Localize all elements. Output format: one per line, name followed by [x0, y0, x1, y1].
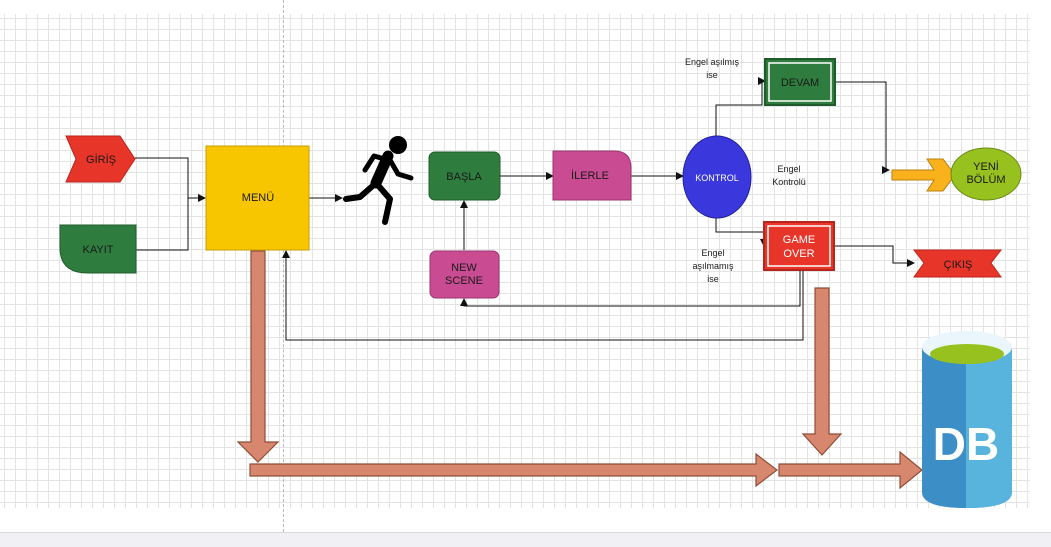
connector-kontrol-gameover[interactable] — [715, 218, 768, 247]
node-kayit[interactable]: KAYIT — [59, 224, 137, 274]
arrow-gameover-down[interactable] — [801, 287, 843, 456]
node-new-scene-label-2: SCENE — [445, 275, 483, 287]
connectors — [135, 77, 915, 341]
node-game-over-label-1: GAME — [783, 234, 815, 246]
node-game-over[interactable]: GAME OVER — [763, 221, 835, 271]
node-devam[interactable]: DEVAM — [764, 58, 836, 106]
connector-giris-menu[interactable] — [135, 157, 206, 202]
connector-gameover-cikis[interactable] — [834, 245, 915, 267]
annotation-engel-kontrolu-1: Engel — [777, 164, 800, 174]
arrow-mid-right[interactable] — [778, 450, 923, 490]
annotations: Engel aşılmış ise Engel Kontrolü Engel a… — [685, 57, 806, 284]
connector-devam-yenibolum[interactable] — [835, 81, 890, 174]
arrow-menu-right[interactable] — [249, 452, 778, 488]
connector-gameover-newscene[interactable] — [460, 270, 801, 307]
node-menu[interactable]: MENÜ — [205, 145, 310, 251]
database-label: DB — [933, 418, 999, 470]
connector-kayit-menu[interactable] — [136, 198, 189, 251]
connector-kontrol-devam[interactable] — [715, 77, 766, 137]
node-giris-label: GİRİŞ — [86, 153, 116, 166]
status-bar — [0, 532, 1051, 547]
database-cylinder-icon[interactable]: DB — [922, 331, 1012, 508]
connector-gameover-menu[interactable] — [282, 250, 804, 341]
node-menu-label: MENÜ — [242, 192, 274, 204]
node-kayit-label: KAYIT — [83, 244, 114, 256]
arrow-to-yeni-bolum[interactable] — [891, 158, 956, 192]
node-new-scene[interactable]: NEW SCENE — [429, 250, 500, 299]
node-devam-label: DEVAM — [781, 77, 819, 89]
node-kontrol[interactable]: KONTROL — [682, 135, 752, 219]
node-giris[interactable]: GİRİŞ — [65, 135, 136, 183]
node-basla[interactable]: BAŞLA — [428, 151, 501, 201]
node-cikis[interactable]: ÇIKIŞ — [912, 249, 1003, 278]
node-yeni-bolum-label-2: BÖLÜM — [966, 174, 1005, 186]
node-yeni-bolum[interactable]: YENİ BÖLÜM — [950, 147, 1022, 201]
node-yeni-bolum-label-1: YENİ — [973, 160, 999, 173]
node-new-scene-label-1: NEW — [451, 262, 477, 274]
annotation-engel-asilmis-2: ise — [706, 70, 718, 80]
annotation-engel-asilmamis-1: Engel — [701, 248, 724, 258]
annotation-engel-kontrolu-2: Kontrolü — [772, 177, 806, 187]
running-person-icon — [343, 136, 414, 225]
node-basla-label: BAŞLA — [446, 171, 482, 183]
node-game-over-label-2: OVER — [783, 248, 814, 260]
node-kontrol-label: KONTROL — [695, 173, 739, 183]
diagram-canvas[interactable] — [0, 14, 1030, 508]
page-divider — [283, 0, 284, 532]
node-ilerle-label: İLERLE — [571, 169, 609, 182]
node-cikis-label: ÇIKIŞ — [944, 259, 973, 271]
annotation-engel-asilmis-1: Engel aşılmış — [685, 57, 740, 67]
annotation-engel-asilmamis-3: ise — [707, 274, 719, 284]
node-ilerle[interactable]: İLERLE — [552, 150, 632, 201]
annotation-engel-asilmamis-2: aşılmamış — [692, 261, 734, 271]
db-flow-arrows — [236, 250, 923, 490]
arrow-menu-down[interactable] — [236, 250, 280, 463]
